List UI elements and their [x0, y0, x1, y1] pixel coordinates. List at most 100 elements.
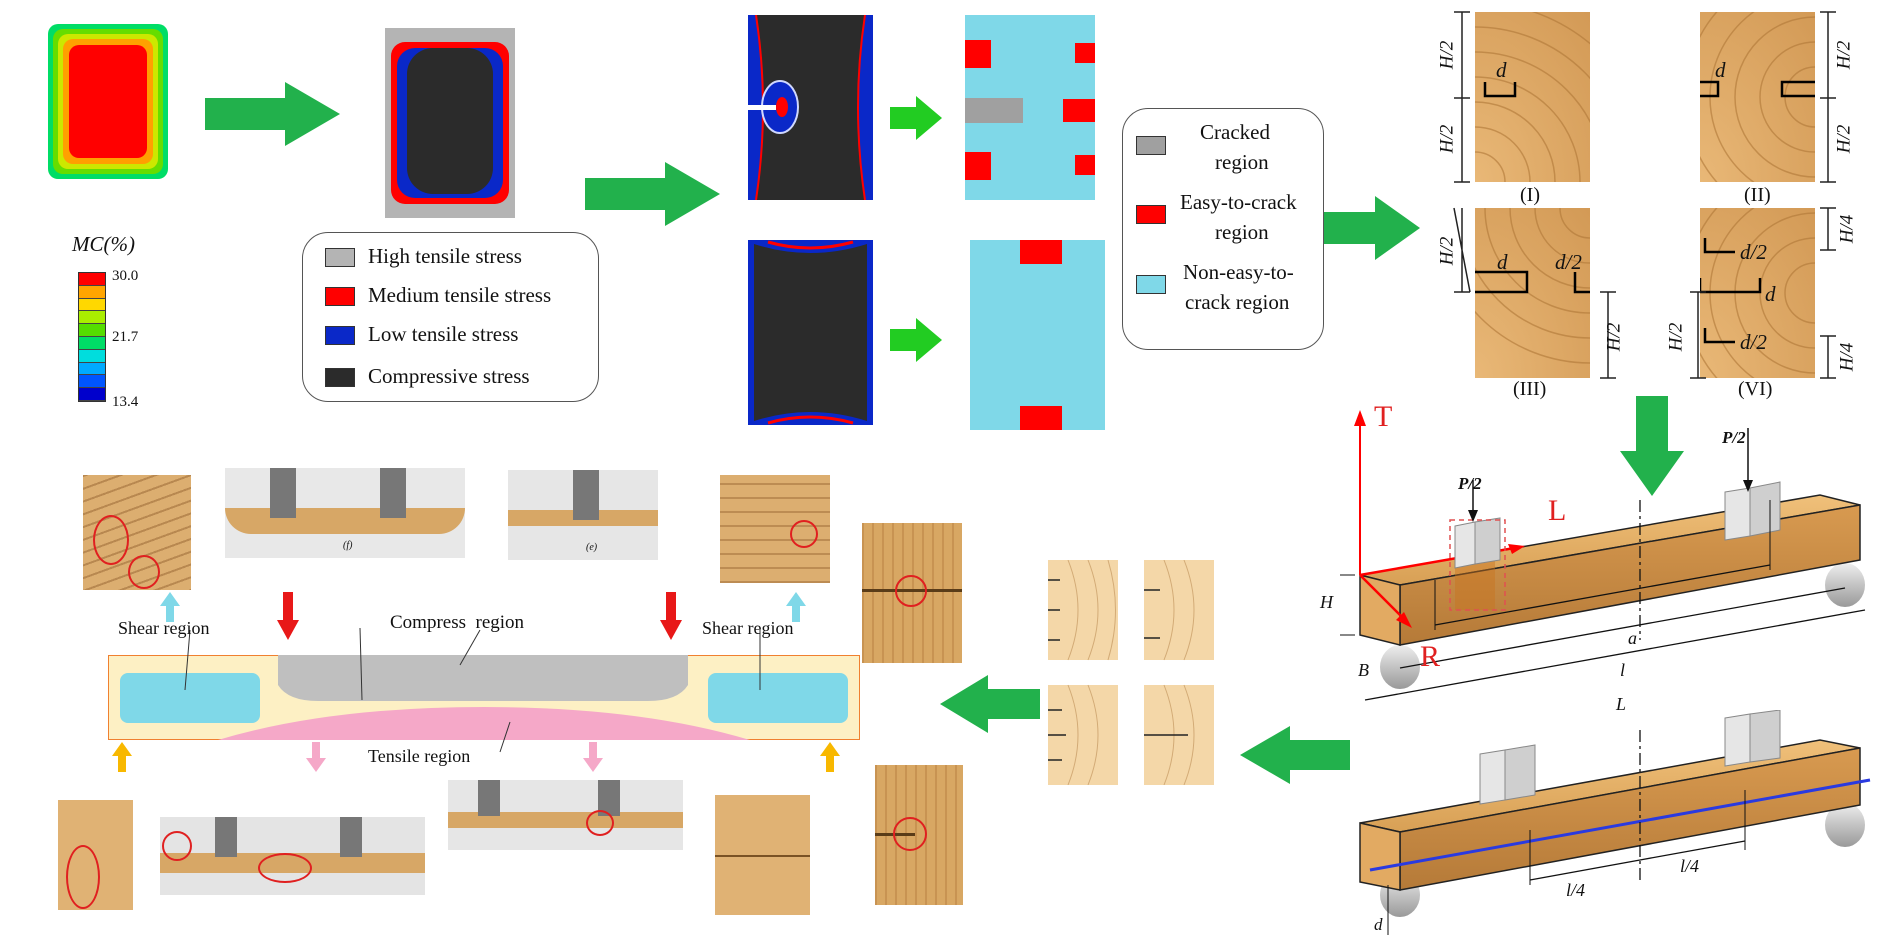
mc-scale-max: 30.0 — [112, 268, 139, 284]
axis-label-t: T — [1374, 400, 1393, 433]
legend-easy-line1: Easy-to-crack — [1180, 190, 1297, 214]
detail-photo-shear-left — [83, 475, 191, 590]
axis-label-r: R — [1420, 640, 1441, 673]
mc-color-segment — [79, 324, 105, 337]
legend-swatch-medium — [325, 287, 355, 306]
legend-noneasy-line1: Non-easy-to- — [1183, 260, 1294, 284]
mc-color-bar — [78, 272, 106, 402]
dim-label-h: H — [1320, 592, 1333, 612]
dim-d-III: d — [1497, 250, 1508, 274]
legend-swatch-compressive — [325, 368, 355, 387]
mc-color-segment — [79, 285, 105, 299]
legend-swatch-low — [325, 326, 355, 345]
mc-contour — [48, 24, 168, 179]
test-photo-f: (f) — [225, 468, 465, 558]
shear-region-left-label: Shear region — [118, 618, 210, 638]
mc-color-segment — [79, 362, 105, 376]
dim-h2-I-top: H/2 — [1436, 40, 1458, 70]
test-photo-bottom-left — [160, 817, 425, 895]
dim-h2-II-bottom: H/2 — [1833, 124, 1855, 154]
mc-color-segment — [79, 388, 105, 401]
dim-h2-I-bottom: H/2 — [1436, 124, 1458, 154]
dim-h2-II-top: H/2 — [1833, 40, 1855, 70]
shear-arrow-icon — [786, 592, 806, 622]
dim-d2-III: d/2 — [1555, 250, 1582, 274]
arrow-right-icon — [890, 318, 942, 362]
specimen-photo-bottom — [875, 765, 963, 905]
test-photo-e: (e) — [508, 470, 658, 560]
support-arrow-icon — [112, 742, 132, 772]
tensile-arrow-icon — [583, 742, 603, 772]
specimen-label-II: (II) — [1744, 184, 1771, 206]
dim-d2-VI-bottom: d/2 — [1740, 330, 1767, 354]
crack-map-bottom — [970, 240, 1105, 430]
wood-specimen-I — [1475, 12, 1590, 182]
shear-region-right-label: Shear region — [702, 618, 794, 638]
failure-region-beam — [108, 655, 860, 740]
dim-label-a: a — [1628, 628, 1637, 648]
tensile-arrow-icon — [306, 742, 326, 772]
arrow-right-icon — [585, 162, 720, 226]
specimen-label-VI: (VI) — [1738, 378, 1773, 400]
legend-label-medium: Medium tensile stress — [368, 283, 552, 307]
failure-leader-lines — [184, 627, 761, 753]
stress-contour-section — [385, 28, 515, 218]
specimen-label-I: (I) — [1520, 184, 1540, 206]
detail-photo-bottom-left — [58, 800, 133, 910]
dim-label-l4-left: l/4 — [1566, 880, 1586, 900]
dim-label-l4-right: l/4 — [1680, 856, 1700, 876]
dim-d2-VI-top: d/2 — [1740, 240, 1767, 264]
specimen-photo-top — [862, 523, 962, 663]
mc-color-segment — [79, 349, 105, 363]
dim-label-d-beam: d — [1374, 915, 1383, 934]
dim-d-VI: d — [1765, 282, 1776, 306]
dim-label-l-small: l — [1620, 660, 1626, 680]
test-photo-e-label: (e) — [586, 542, 598, 553]
load-label-right: P/2 — [1722, 428, 1746, 447]
detail-photo-shear-right — [720, 475, 830, 583]
axis-label-l: L — [1548, 494, 1567, 527]
arrow-right-icon — [1320, 196, 1420, 260]
load-arrow-icon — [277, 592, 299, 640]
legend-label-compressive: Compressive stress — [368, 364, 530, 388]
section-sketches — [1048, 560, 1214, 785]
arrow-right-icon — [205, 82, 340, 146]
legend-label-high: High tensile stress — [368, 244, 522, 268]
detail-photo-bottom-right — [715, 795, 810, 915]
crack-map-top — [965, 15, 1095, 200]
mc-color-segment — [79, 336, 105, 350]
mc-color-segment — [79, 273, 105, 286]
mc-color-segment — [79, 375, 105, 389]
specimen-dimension-lines — [1453, 11, 1836, 379]
legend-swatch-noneasy — [1136, 275, 1166, 294]
shear-arrow-icon — [160, 592, 180, 622]
mc-color-segment — [79, 298, 105, 312]
mc-color-segment — [79, 311, 105, 325]
legend-noneasy-line2: crack region — [1185, 290, 1290, 314]
beam-3d-bottom — [1359, 710, 1871, 935]
legend-swatch-easy — [1136, 205, 1166, 224]
load-label-left: P/2 — [1458, 474, 1482, 493]
wood-specimen-II — [1700, 12, 1815, 182]
wood-specimen-III — [1475, 208, 1590, 378]
dim-h4-VI-bottom: H/4 — [1836, 342, 1858, 372]
compress-region-label: Compress region — [390, 612, 525, 633]
stress-contour-cracked — [748, 15, 873, 200]
specimen-label-III: (III) — [1513, 378, 1547, 400]
stress-contour-uncracked — [748, 240, 873, 425]
support-arrow-icon — [820, 742, 840, 772]
arrow-left-icon — [1240, 726, 1350, 784]
beam-3d-top — [1340, 410, 1866, 701]
legend-swatch-cracked — [1136, 136, 1166, 155]
mc-scale-min: 13.4 — [112, 394, 139, 410]
arrow-right-icon — [890, 96, 942, 140]
dim-h2-III-top: H/2 — [1436, 236, 1458, 266]
wood-specimen-VI — [1700, 208, 1815, 378]
legend-swatch-high — [325, 248, 355, 267]
dim-h2-VI-side: H/2 — [1665, 322, 1687, 352]
dim-d-I: d — [1496, 58, 1507, 82]
legend-cracked-line2: region — [1215, 150, 1269, 174]
arrow-left-icon — [940, 675, 1040, 733]
arrow-down-icon — [1620, 396, 1684, 496]
